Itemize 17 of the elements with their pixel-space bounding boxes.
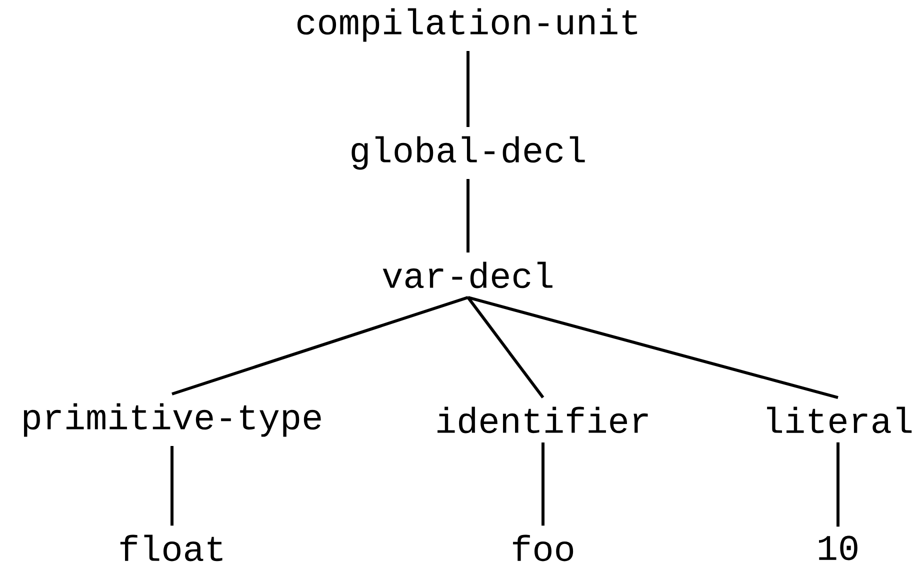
tree-node-label: global-decl <box>352 136 585 170</box>
tree-node-label: var-decl <box>382 262 552 288</box>
tree-edge <box>466 296 544 398</box>
tree-edge <box>170 446 174 526</box>
tree-node-label: compilation-unit <box>297 8 638 42</box>
tree-edge <box>836 442 840 527</box>
tree-node-label: 10 <box>819 536 858 560</box>
tree-node-label: identifier <box>438 406 648 434</box>
tree-edge <box>542 442 544 526</box>
tree-node-label: literal <box>767 406 912 434</box>
tree-node-label: float <box>120 534 222 562</box>
tree-edge <box>468 296 838 400</box>
tree-edge <box>172 296 468 396</box>
tree-node-label: foo <box>513 534 574 562</box>
tree-node-label: primitive-type <box>24 403 321 437</box>
tree-edge <box>466 50 470 128</box>
tree-edge <box>466 178 470 253</box>
